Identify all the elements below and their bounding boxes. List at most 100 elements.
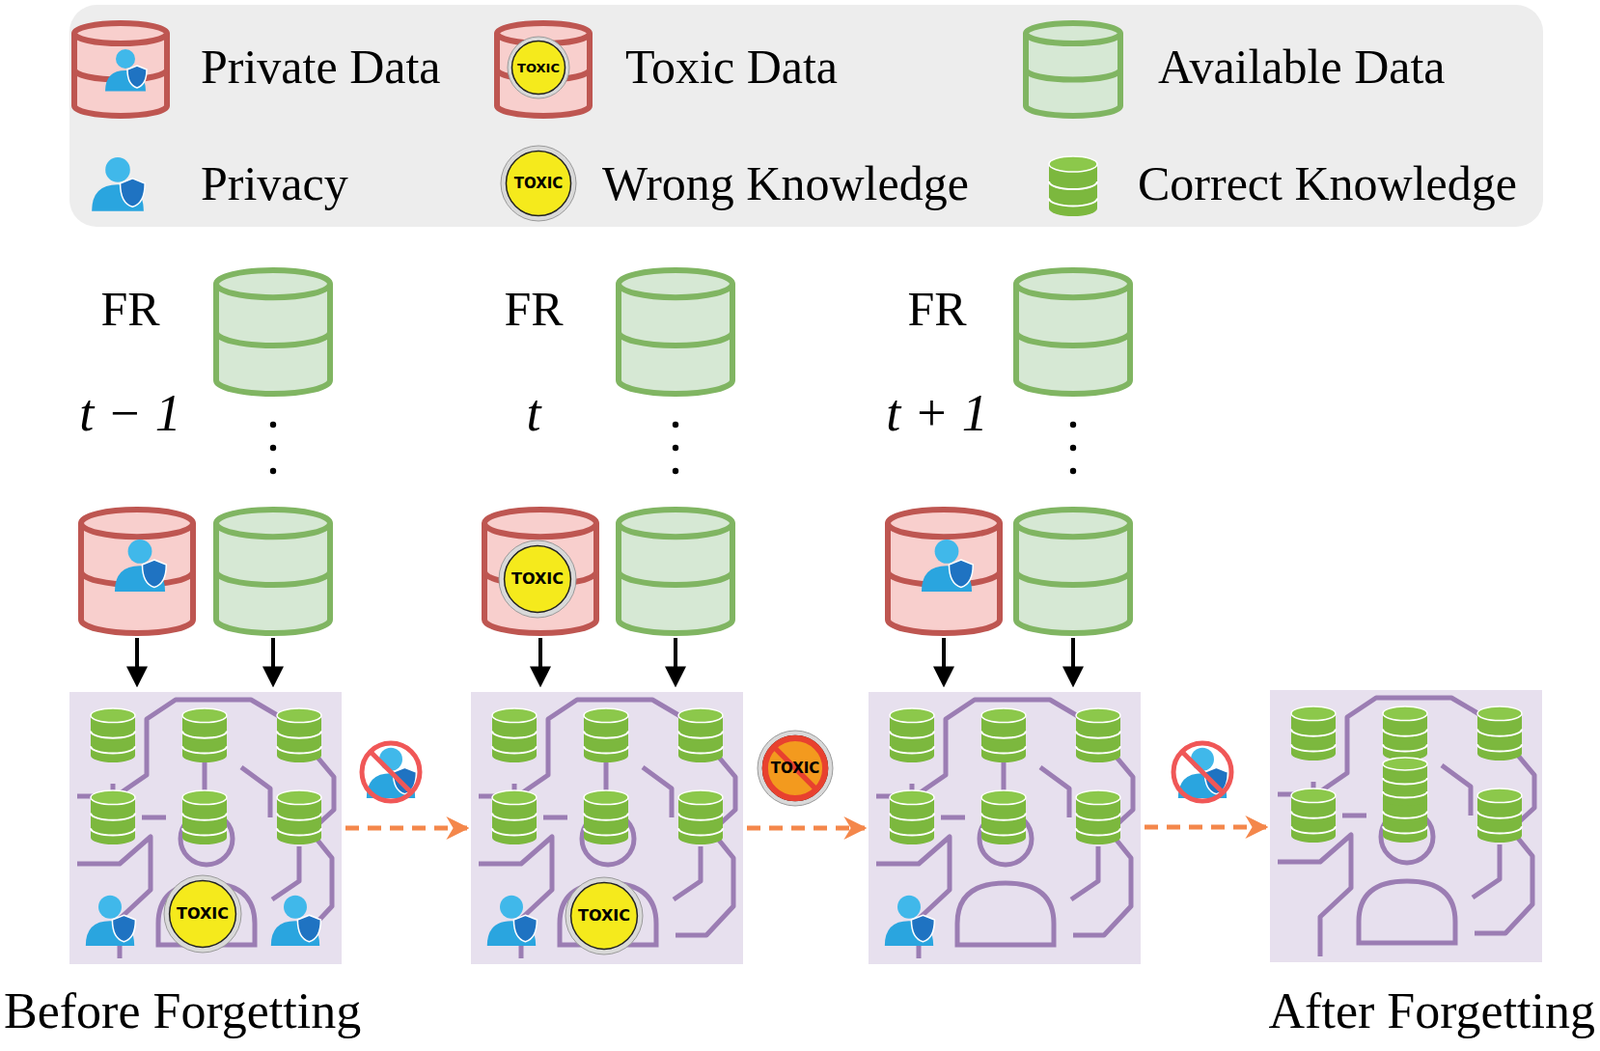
knowledge-database: [1382, 757, 1428, 806]
database-top: [90, 708, 136, 723]
toxic-label: TOXIC: [771, 761, 821, 776]
input-arrow: [673, 637, 678, 684]
database-top: [618, 509, 733, 537]
privacy-icon: [91, 157, 145, 212]
toxic-label: TOXIC: [578, 908, 631, 924]
ellipsis-dot: [1070, 444, 1076, 451]
toxic-ring: [498, 540, 577, 618]
database-top: [74, 23, 167, 44]
database-top: [1291, 706, 1336, 721]
shield: [111, 914, 136, 942]
person-head: [128, 539, 153, 564]
toxic-label: TOXIC: [176, 906, 229, 922]
database-top: [1075, 708, 1121, 723]
brain-drawing: [868, 691, 1141, 965]
ellipsis-dot: [672, 468, 679, 474]
ellipsis-dot: [672, 421, 679, 428]
database-top: [1477, 706, 1522, 721]
knowledge-database: [889, 790, 935, 845]
database-top: [492, 790, 537, 805]
knowledge-database: [1048, 156, 1098, 217]
database-body: [484, 523, 597, 634]
stage-caption: Before Forgetting: [3, 986, 361, 1037]
database-band: [1382, 811, 1428, 834]
legend-text: Toxic Data: [625, 42, 838, 91]
database-band: [1025, 69, 1121, 81]
privacy-icon: [114, 539, 166, 592]
circuit-line: [642, 767, 672, 818]
time-label: t − 1: [79, 386, 181, 440]
toxic-disc: [505, 150, 571, 216]
database-band: [1075, 813, 1121, 836]
database-body: [1016, 283, 1131, 394]
database-body: [496, 33, 590, 116]
toxic-label: TOXIC: [498, 540, 577, 618]
database-body: [618, 523, 733, 634]
toxic-icon: [498, 540, 577, 618]
brain-box: [868, 691, 1141, 965]
database-top: [1075, 790, 1121, 805]
database-top: [484, 509, 597, 537]
shield: [141, 559, 166, 588]
database-top: [583, 790, 629, 805]
database-band: [1382, 777, 1428, 799]
person-head: [379, 747, 403, 772]
circuit-line: [478, 836, 552, 959]
toxic-label: TOXIC: [757, 730, 833, 806]
ellipsis-dot: [270, 421, 276, 428]
input-arrow: [941, 637, 946, 684]
legend-panel: [69, 4, 1544, 227]
database-top: [889, 708, 935, 723]
database-band: [1016, 571, 1131, 585]
toxic-icon: [164, 875, 242, 953]
circuit-line: [673, 846, 701, 900]
database-body: [1016, 523, 1131, 634]
privacy-icon: [487, 895, 538, 946]
database-band: [216, 571, 331, 585]
database-icon: [74, 23, 167, 116]
person-head: [897, 895, 921, 919]
person-head: [98, 895, 122, 919]
database-icon: [484, 509, 597, 634]
database-icon: [1016, 270, 1131, 394]
toxic-disc: [571, 882, 638, 950]
database-icon: [81, 509, 194, 634]
toxic-label: TOXIC: [500, 145, 577, 221]
person-body-outline: [957, 882, 1054, 945]
brain-box: After Forgetting: [1269, 689, 1543, 963]
database-band: [492, 731, 537, 754]
time-label: t: [525, 386, 541, 440]
knowledge-database: [1477, 788, 1522, 843]
database-top: [1291, 788, 1336, 803]
input-arrow: [271, 637, 276, 684]
knowledge-database: [1291, 788, 1336, 843]
round-label: FR: [100, 284, 160, 333]
ellipsis-dot: [270, 444, 276, 451]
forbid-slash: [1182, 751, 1223, 793]
circuit-line: [241, 767, 271, 818]
database-icon: [216, 270, 331, 394]
database-top: [1016, 270, 1131, 298]
database-top: [1025, 23, 1121, 44]
knowledge-database: [981, 708, 1026, 763]
toxic-disc: [504, 546, 572, 613]
database-top: [216, 270, 331, 298]
toxic-ring: [757, 730, 833, 806]
legend-text: Privacy: [200, 159, 349, 208]
database-band: [618, 571, 733, 585]
database-icon: [618, 509, 733, 634]
toxic-label: TOXIC: [514, 176, 564, 192]
knowledge-database: [678, 708, 723, 763]
database-top: [889, 790, 935, 805]
database-body: [216, 523, 331, 634]
shield: [127, 65, 147, 88]
database-top: [678, 708, 723, 723]
forbid-ring: [765, 738, 826, 799]
database-band: [1016, 331, 1131, 346]
database-top: [90, 790, 136, 805]
toxic-disc: [762, 735, 828, 800]
knowledge-database: [182, 790, 227, 845]
database-top: [887, 509, 1000, 537]
knowledge-database: [1291, 706, 1336, 761]
time-label: t + 1: [885, 386, 988, 440]
